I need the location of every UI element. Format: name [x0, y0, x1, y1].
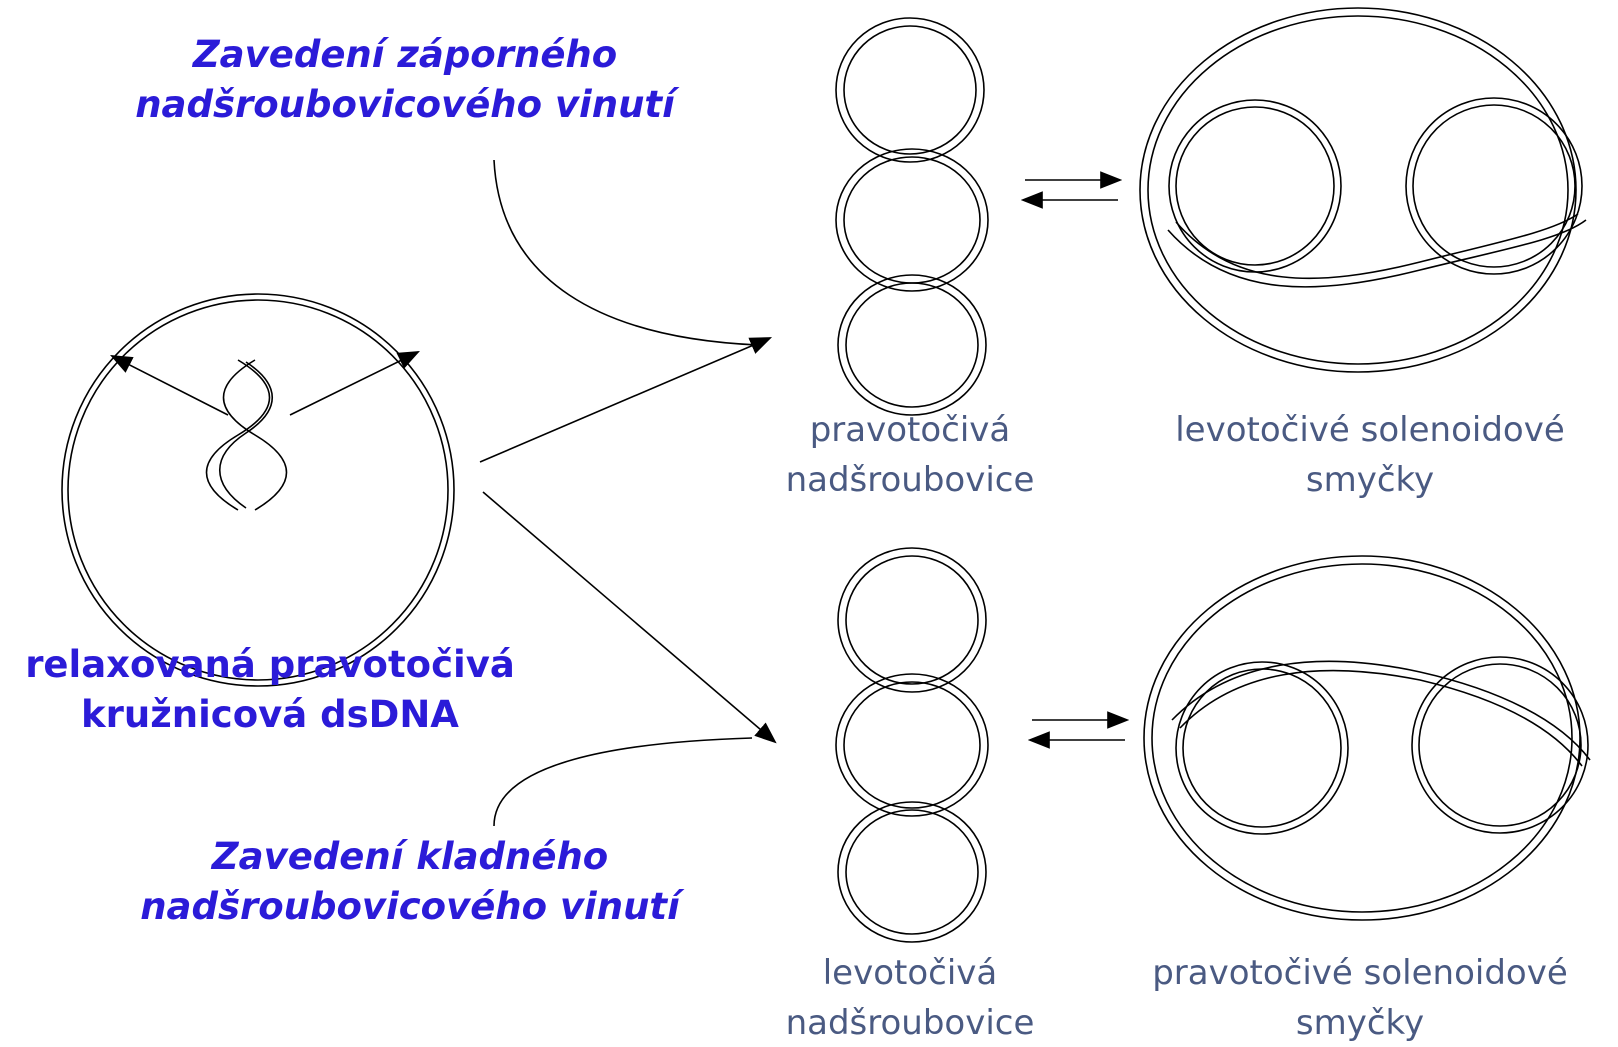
left-solenoid-line1: levotočivé solenoidové: [1175, 410, 1565, 450]
leader-negative: [493, 159, 759, 346]
positive-title-line2: nadšroubovicového vinutí: [140, 885, 680, 928]
bottom-supercoil: [835, 547, 989, 943]
right-supercoil-caption: pravotočivá nadšroubovice: [760, 405, 1060, 505]
relaxed-dna-label: relaxovaná pravotočivá kružnicová dsDNA: [0, 640, 540, 740]
left-supercoil-caption: levotočivá nadšroubovice: [760, 948, 1060, 1047]
relaxed-label-line2: kružnicová dsDNA: [81, 693, 459, 736]
left-supercoil-line2: nadšroubovice: [785, 1003, 1035, 1043]
left-solenoid-line2: smyčky: [1305, 460, 1435, 500]
right-supercoil-line2: nadšroubovice: [785, 460, 1035, 500]
top-supercoil: [835, 17, 989, 416]
inner-arrow-left: [110, 355, 229, 416]
mini-helix: [205, 359, 288, 511]
inner-arrow-right: [289, 351, 420, 416]
bottom-solenoid: [1143, 555, 1591, 921]
right-solenoid-line1: pravotočivé solenoidové: [1152, 953, 1568, 993]
right-solenoid-line2: smyčky: [1295, 1003, 1425, 1043]
negative-title-line2: nadšroubovicového vinutí: [135, 83, 675, 126]
left-supercoil-line1: levotočivá: [822, 953, 998, 993]
leader-positive: [493, 737, 753, 827]
arrow-to-left-supercoil: [482, 491, 777, 744]
arrow-to-right-supercoil: [479, 337, 773, 463]
right-supercoil-line1: pravotočivá: [809, 410, 1011, 450]
top-solenoid: [1139, 7, 1587, 373]
positive-supercoiling-title: Zavedení kladného nadšroubovicového vinu…: [110, 832, 710, 932]
negative-title-line1: Zavedení záporného: [192, 33, 618, 76]
left-solenoid-caption: levotočivé solenoidové smyčky: [1150, 405, 1590, 505]
negative-supercoiling-title: Zavedení záporného nadšroubovicového vin…: [110, 30, 700, 130]
equilibrium-top: [1020, 171, 1123, 209]
positive-title-line1: Zavedení kladného: [211, 835, 609, 878]
relaxed-label-line1: relaxovaná pravotočivá: [25, 643, 515, 686]
right-solenoid-caption: pravotočivé solenoidové smyčky: [1130, 948, 1590, 1047]
relaxed-circle: [61, 293, 455, 687]
equilibrium-bottom: [1027, 711, 1130, 749]
